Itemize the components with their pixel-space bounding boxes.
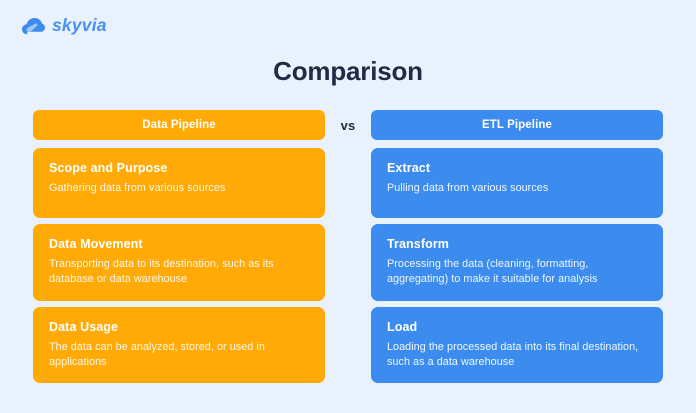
comparison-header-row: Data Pipeline vs ETL Pipeline [33,110,663,140]
card-title: Extract [387,161,431,175]
cloud-icon [22,17,45,35]
card-title: Data Usage [49,319,119,334]
card-scope-and-purpose: Scope and Purpose Gathering data from va… [33,148,325,218]
column-divider [325,148,371,383]
card-title: Transform [387,237,450,251]
card-transform: Transform Processing the data (cleaning,… [371,224,663,301]
comparison-table: Data Pipeline vs ETL Pipeline Scope and … [33,110,663,384]
card-data-movement: Data Movement Transporting data to its d… [33,224,325,301]
comparison-body-row: Scope and Purpose Gathering data from va… [33,148,663,384]
card-description: The data can be analyzed, stored, or use… [49,340,265,368]
card-description: Processing the data (cleaning, formattin… [387,258,598,286]
page-title: Comparison [273,56,423,86]
vs-label: vs [340,117,356,133]
card-load: Load Loading the processed data into its… [371,306,663,384]
card-title: Load [387,319,418,334]
card-description: Loading the processed data into its fina… [387,340,639,368]
card-title: Data Movement [49,237,143,251]
column-header-etl-pipeline: ETL Pipeline [371,110,663,140]
brand-name: skyvia [52,15,107,36]
card-data-usage: Data Usage The data can be analyzed, sto… [33,306,325,384]
column-header-data-pipeline: Data Pipeline [33,110,325,140]
card-description: Pulling data from various sources [387,182,549,194]
card-description: Gathering data from various sources [49,182,226,194]
card-title: Scope and Purpose [49,161,168,175]
card-description: Transporting data to its destination, su… [49,258,274,286]
brand-logo[interactable]: skyvia [22,14,107,38]
column-data-pipeline: Scope and Purpose Gathering data from va… [33,148,325,384]
column-etl-pipeline: Extract Pulling data from various source… [371,148,663,384]
card-extract: Extract Pulling data from various source… [371,148,663,218]
